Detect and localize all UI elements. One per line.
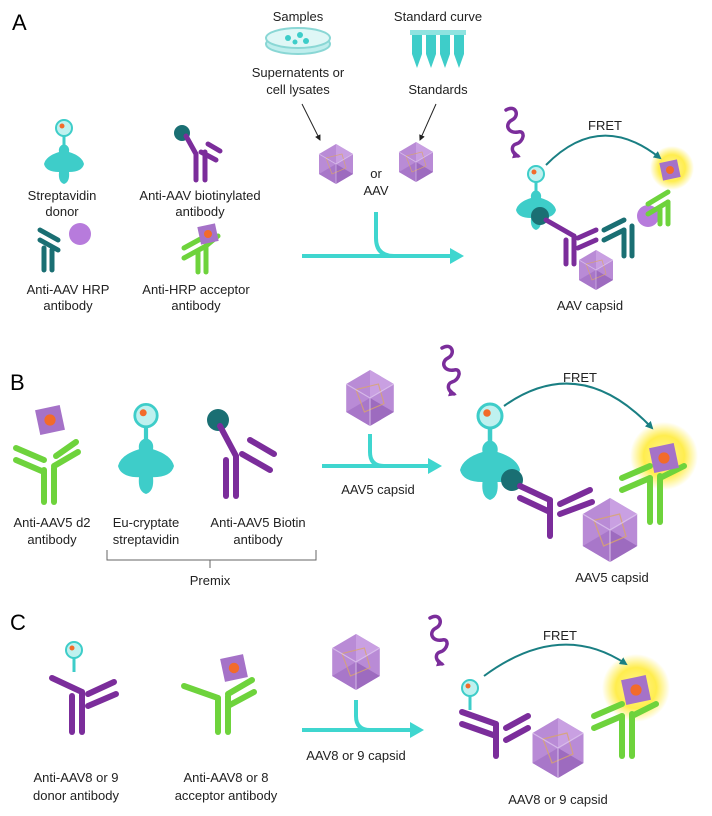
panel-b-letter: B: [10, 370, 25, 395]
capsid-arrow-label-c: AAV8 or 9 capsid: [306, 748, 405, 763]
fret-complex-c: [430, 616, 670, 779]
panel-c: C Anti-AAV8 or 9 donor antibody: [10, 610, 670, 807]
biotin-antibody-icon: [174, 125, 220, 180]
eu-line2: streptavidin: [113, 532, 179, 547]
biotin-line2: antibody: [175, 204, 225, 219]
capsid-b-icon: [345, 369, 395, 427]
standard-title: Standard curve: [394, 9, 482, 24]
eu-line1: Eu-cryptate: [113, 515, 179, 530]
bio-line2: antibody: [233, 532, 283, 547]
capsid-standard-icon: [398, 141, 434, 183]
donor-antibody-c-icon: [49, 641, 119, 735]
product-c: AAV8 or 9 capsid: [508, 792, 607, 807]
or-line2: AAV: [363, 183, 388, 198]
fret-label-a: FRET: [588, 118, 622, 133]
panel-c-letter: C: [10, 610, 26, 635]
panel-a: A Samples Supernatents or cell lysates S…: [12, 9, 694, 313]
bio-line1: Anti-AAV5 Biotin: [210, 515, 305, 530]
eu-streptavidin-icon: [116, 402, 176, 496]
acceptor-antibody-c-icon: [181, 654, 257, 735]
hrp-acceptor-icon: [184, 223, 219, 272]
strep-line2: donor: [45, 204, 79, 219]
or-line1: or: [370, 166, 382, 181]
panel-b: B Anti-AAV5 d2 antibody Eu-cryptate stre…: [10, 346, 698, 588]
standards-label: Standards: [408, 82, 468, 97]
complex-capsid-icon: [578, 249, 614, 291]
acc-line2: antibody: [171, 298, 221, 313]
fret-label-c: FRET: [543, 628, 577, 643]
biotin-line1: Anti-AAV biotinylated: [139, 188, 260, 203]
petri-dish-icon: [265, 27, 331, 55]
fret-complex-b: [442, 346, 698, 563]
hrp-antibody-icon: [40, 223, 91, 270]
samples-line1: Supernatents or: [252, 65, 345, 80]
capsid-sample-icon: [318, 143, 354, 185]
strep-line1: Streptavidin: [28, 188, 97, 203]
d2-line1: Anti-AAV5 d2: [13, 515, 90, 530]
donor-line2: donor antibody: [33, 788, 120, 803]
premix-label: Premix: [190, 573, 231, 588]
panel-a-letter: A: [12, 10, 27, 35]
excitation-wave-icon: [506, 108, 523, 156]
hrp-line1: Anti-AAV HRP: [27, 282, 110, 297]
d2-antibody-icon: [13, 405, 81, 505]
acc-c-line2: acceptor antibody: [175, 788, 278, 803]
reaction-arrow-b: [322, 434, 442, 474]
acc-c-line1: Anti-AAV8 or 8: [183, 770, 268, 785]
product-a: AAV capsid: [557, 298, 623, 313]
capsid-arrow-label-b: AAV5 capsid: [341, 482, 414, 497]
fret-label-b: FRET: [563, 370, 597, 385]
biotin-antibody-b-icon: [207, 409, 277, 499]
reaction-arrow: [302, 212, 464, 264]
capsid-c-icon: [331, 633, 381, 691]
product-b: AAV5 capsid: [575, 570, 648, 585]
donor-line1: Anti-AAV8 or 9: [33, 770, 118, 785]
hrp-line2: antibody: [43, 298, 93, 313]
reaction-arrow-c: [302, 700, 424, 738]
d2-line2: antibody: [27, 532, 77, 547]
samples-line2: cell lysates: [266, 82, 330, 97]
acc-line1: Anti-HRP acceptor: [142, 282, 250, 297]
fret-complex-a: [506, 108, 694, 291]
samples-title: Samples: [273, 9, 324, 24]
premix-bracket: [106, 550, 317, 568]
standard-tubes-icon: [410, 30, 466, 68]
streptavidin-donor-icon: [43, 119, 85, 185]
